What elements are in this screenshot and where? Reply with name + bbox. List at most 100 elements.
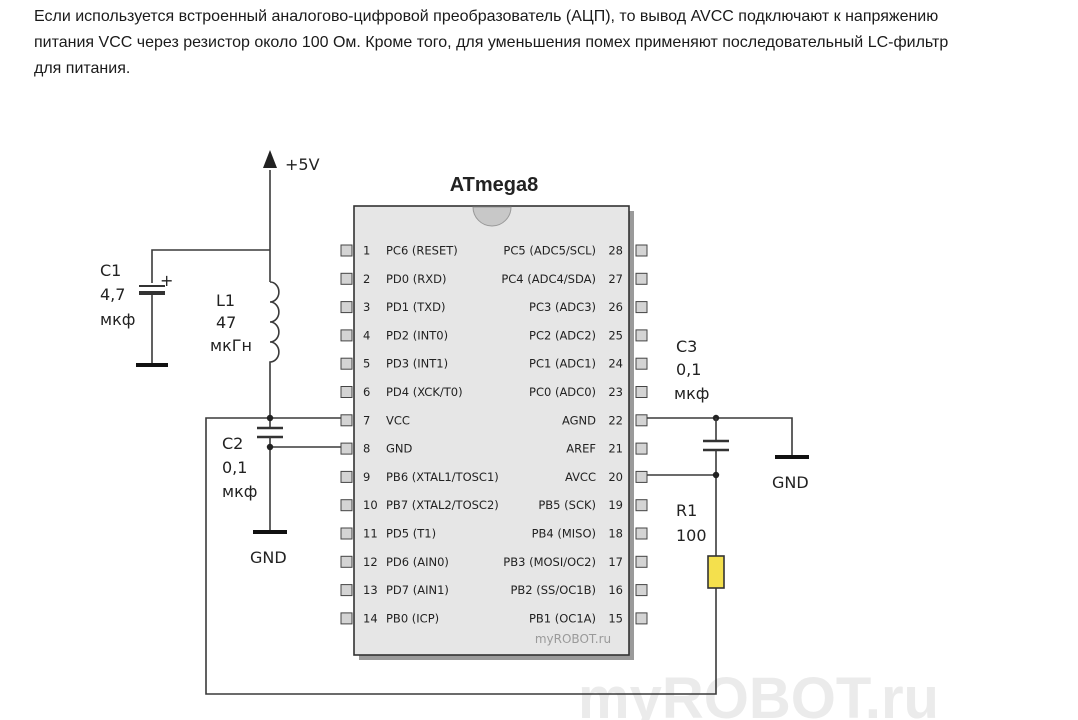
- chip-title: ATmega8: [450, 174, 539, 196]
- pin-number-left: 6: [363, 385, 370, 399]
- pin-pad-right: [635, 414, 648, 427]
- junction-avcc: [712, 471, 720, 479]
- pin-name-right: AGND: [562, 413, 596, 427]
- pin-number-right: 18: [608, 527, 623, 541]
- l1-name: L1: [216, 291, 235, 310]
- c1-value: 4,7: [100, 285, 125, 304]
- l1-unit: мкГн: [210, 336, 252, 355]
- pin-name-right: PB5 (SCK): [538, 498, 596, 512]
- pin-pad-left: [340, 357, 353, 370]
- r1-value: 100: [676, 526, 707, 545]
- pin-name-right: PC0 (ADC0): [529, 385, 596, 399]
- pin-name-left: PB6 (XTAL1/TOSC1): [386, 470, 499, 484]
- pin-pad-left: [340, 301, 353, 314]
- pin-name-left: PD0 (RXD): [386, 272, 446, 286]
- pin-number-right: 24: [608, 357, 623, 371]
- pin-pad-right: [635, 244, 648, 257]
- pin-pad-right: [635, 499, 648, 512]
- pin-pad-right: [635, 301, 648, 314]
- pin-name-left: PD1 (TXD): [386, 300, 446, 314]
- pin-pad-left: [340, 555, 353, 568]
- pin-number-right: 19: [608, 498, 623, 512]
- junction-vcc: [266, 414, 274, 422]
- pin-number-left: 5: [363, 357, 370, 371]
- pin-name-left: VCC: [386, 413, 410, 427]
- pin-number-left: 8: [363, 442, 370, 456]
- c1-name: C1: [100, 261, 121, 280]
- c1-plate-bottom: [139, 291, 165, 295]
- pin-name-left: PD2 (INT0): [386, 328, 448, 342]
- pin-name-right: PB1 (OC1A): [529, 611, 596, 625]
- pin-pad-right: [635, 357, 648, 370]
- pin-name-left: PB0 (ICP): [386, 611, 439, 625]
- pin-name-left: PD4 (XCK/T0): [386, 385, 463, 399]
- pin-number-right: 28: [608, 244, 623, 258]
- r1-name: R1: [676, 501, 697, 520]
- pin-pad-right: [635, 470, 648, 483]
- gnd-label-left: GND: [250, 548, 287, 567]
- resistor-r1: [707, 555, 725, 589]
- paragraph-line-1: Если используется встроенный аналогово-ц…: [34, 8, 939, 25]
- pin-pad-left: [340, 272, 353, 285]
- pin-name-left: GND: [386, 442, 413, 456]
- c3-unit: мкф: [674, 384, 709, 403]
- pin-number-right: 20: [608, 470, 623, 484]
- pin-name-left: PC6 (RESET): [386, 244, 458, 258]
- pin-number-left: 2: [363, 272, 370, 286]
- pin-name-right: PC3 (ADC3): [529, 300, 596, 314]
- pin-number-left: 10: [363, 498, 378, 512]
- pin-number-left: 11: [363, 527, 378, 541]
- pin-name-right: PB2 (SS/OC1B): [510, 583, 596, 597]
- chip-watermark: myROBOT.ru: [535, 632, 611, 646]
- pin-pad-left: [340, 414, 353, 427]
- c2-value: 0,1: [222, 458, 247, 477]
- pin-pad-right: [635, 612, 648, 625]
- pin-pad-right: [635, 442, 648, 455]
- agnd-wire: [647, 417, 793, 456]
- pin-name-left: PD3 (INT1): [386, 357, 448, 371]
- supply-label: +5V: [285, 155, 320, 174]
- pin-pad-left: [340, 329, 353, 342]
- pin-name-right: PB3 (MOSI/OC2): [503, 555, 596, 569]
- vcc-loop-wire: [205, 417, 717, 695]
- description-paragraph: Если используется встроенный аналогово-ц…: [34, 4, 1044, 82]
- pin-number-right: 27: [608, 272, 623, 286]
- pin-name-right: PC2 (ADC2): [529, 328, 596, 342]
- pin-pad-right: [635, 272, 648, 285]
- pin-pad-right: [635, 329, 648, 342]
- pin-pad-left: [340, 527, 353, 540]
- pin-pad-right: [635, 555, 648, 568]
- pin-pad-left: [340, 470, 353, 483]
- pin-name-right: AVCC: [565, 470, 596, 484]
- pin-pad-left: [340, 386, 353, 398]
- gnd-label-right: GND: [772, 473, 809, 492]
- junction-gnd: [266, 443, 274, 451]
- pin-number-left: 9: [363, 470, 370, 484]
- supply-arrow-icon: [263, 150, 277, 168]
- pin-pad-left: [340, 499, 353, 512]
- c1-polarity: +: [160, 271, 173, 290]
- chip-body: [353, 205, 630, 656]
- pin-number-right: 16: [608, 583, 623, 597]
- paragraph-line-3: для питания.: [34, 60, 131, 77]
- pin-name-right: PC5 (ADC5/SCL): [503, 244, 596, 258]
- c2-name: C2: [222, 434, 243, 453]
- pin-number-left: 14: [363, 611, 378, 625]
- c1-wire-top: [151, 249, 270, 283]
- pin-pad-left: [340, 584, 353, 597]
- pin-name-right: PC4 (ADC4/SDA): [501, 272, 596, 286]
- pin-number-left: 4: [363, 328, 370, 342]
- pin-number-right: 15: [608, 611, 623, 625]
- pin-name-left: PD7 (AIN1): [386, 583, 449, 597]
- inductor-l1: [269, 281, 280, 427]
- pin-number-left: 1: [363, 244, 370, 258]
- pin-pad-right: [635, 527, 648, 540]
- pin-name-right: PB4 (MISO): [532, 527, 596, 541]
- pin-pad-left: [340, 442, 353, 455]
- pin-number-right: 22: [608, 413, 623, 427]
- pin-number-right: 26: [608, 300, 623, 314]
- c2-unit: мкф: [222, 482, 257, 501]
- pin-number-right: 21: [608, 442, 623, 456]
- pin-number-left: 13: [363, 583, 378, 597]
